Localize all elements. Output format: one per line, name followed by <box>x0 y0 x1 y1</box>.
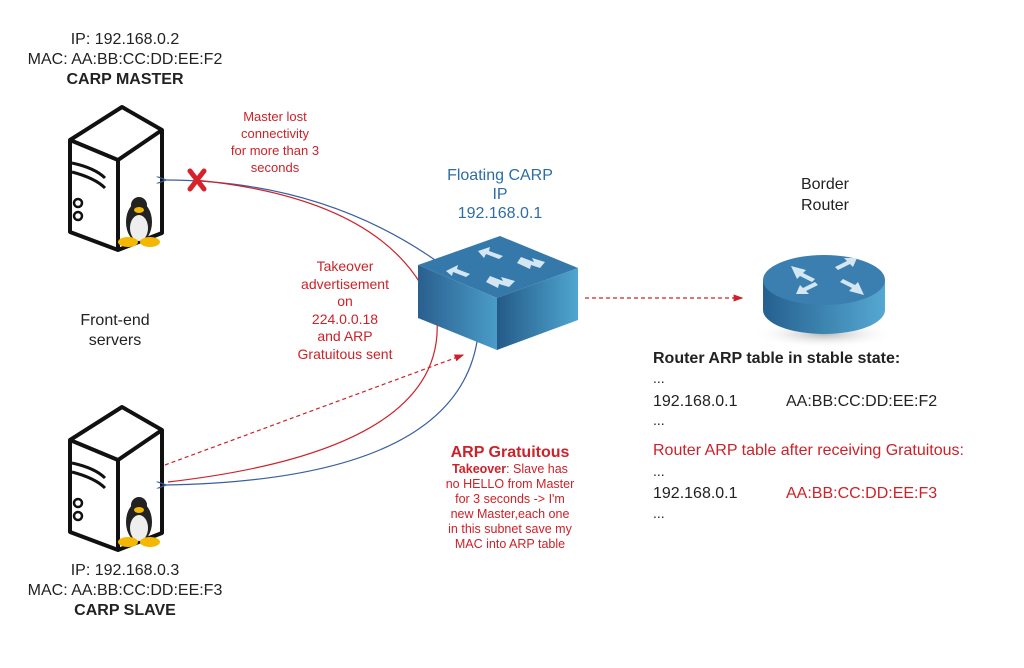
border-router-label: Border Router <box>800 176 850 214</box>
router-icon <box>752 255 896 348</box>
slave-ip: IP: 192.168.0.3 <box>70 562 180 579</box>
master-ip: IP: 192.168.0.2 <box>70 31 180 48</box>
blue-link-master <box>165 180 436 261</box>
slave-role: CARP SLAVE <box>74 602 176 619</box>
gratuitous-dashed-arrow <box>164 354 465 466</box>
slave-mac: MAC: AA:BB:CC:DD:EE:F3 <box>27 582 223 599</box>
arp-stable-ellipsis: ... <box>653 412 665 428</box>
slave-info: IP: 192.168.0.3 MAC: AA:BB:CC:DD:EE:F3 C… <box>0 561 250 621</box>
frontend-label: Front-end servers <box>80 312 150 349</box>
linux-penguin-icon <box>118 197 160 247</box>
master-info: IP: 192.168.0.2 MAC: AA:BB:CC:DD:EE:F2 C… <box>0 30 250 90</box>
floating-ip-label: Floating CARP IP 192.168.0.1 <box>447 167 553 222</box>
arp-stable-title: Router ARP table in stable state: <box>653 350 901 367</box>
arp-stable-mac: AA:BB:CC:DD:EE:F2 <box>786 393 938 410</box>
linux-penguin-icon <box>118 497 160 547</box>
connection-lost-x-icon <box>187 168 207 192</box>
arp-gratuitous-title: ARP Gratuitous <box>450 444 570 461</box>
switch-icon <box>418 236 578 350</box>
arp-after-title: Router ARP table after receiving Gratuit… <box>653 442 964 459</box>
arp-after-mac: AA:BB:CC:DD:EE:F3 <box>786 485 938 502</box>
arp-after-ellipsis: ... <box>653 505 665 521</box>
arp-after-ip: 192.168.0.1 <box>653 485 738 502</box>
arp-after-ellipsis: ... <box>653 463 665 479</box>
arp-gratuitous-note: ARP Gratuitous Takeover: Slave has no HE… <box>405 443 615 552</box>
lost-connectivity-note: Master lost connectivity for more than 3… <box>230 109 320 175</box>
blue-link-slave <box>165 334 479 485</box>
master-role: CARP MASTER <box>66 71 184 88</box>
arp-stable-ellipsis: ... <box>653 370 665 386</box>
takeover-advertisement-note: Takeover advertisement on 224.0.0.18 and… <box>297 258 393 362</box>
arp-stable-ip: 192.168.0.1 <box>653 393 738 410</box>
master-mac: MAC: AA:BB:CC:DD:EE:F2 <box>27 51 223 68</box>
